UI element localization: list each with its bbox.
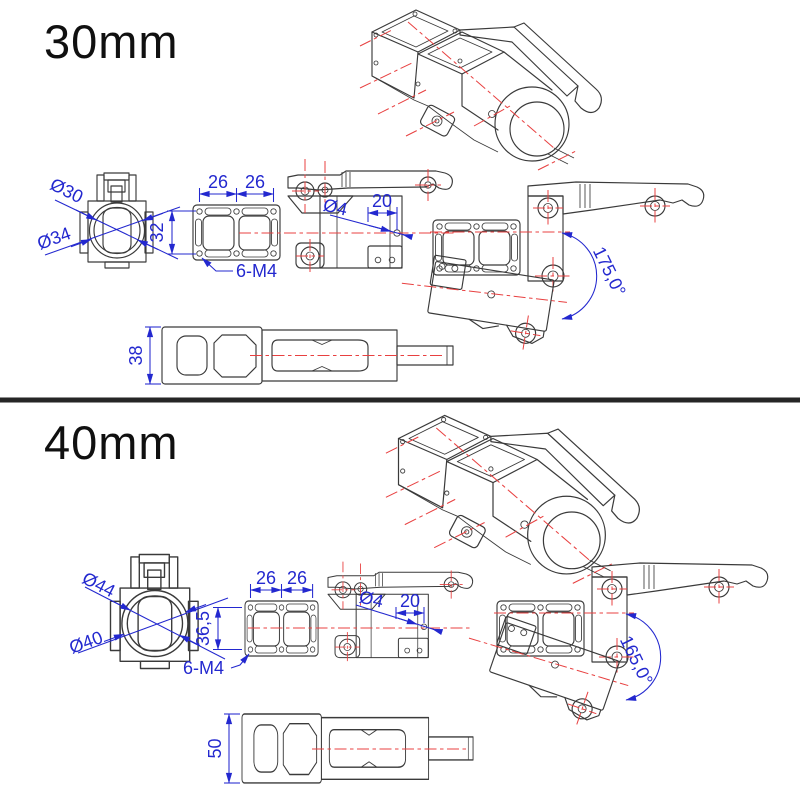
section-30mm: 30mm Ø30 Ø34 26 26 32 6	[0, 0, 800, 399]
motor-bracket-40	[452, 606, 638, 739]
drawing-30mm: Ø30 Ø34 26 26 32 6-M4 Ø4 20 175,0°	[35, 9, 800, 385]
section-title-40mm: 40mm	[44, 416, 179, 469]
dim-pin-offset-30: 20	[372, 191, 392, 211]
dim-pin-dia-30: Ø4	[321, 195, 349, 220]
dim-pitch-right-40: 26	[287, 568, 307, 588]
dim-pitch-left-30: 26	[208, 172, 228, 192]
dim-plate-height-30: 32	[147, 222, 167, 242]
dim-outer-dia-30: Ø34	[35, 223, 74, 253]
dim-bend-angle-30: 175,0°	[589, 244, 630, 300]
dim-outer-dia-40: Ø44	[79, 568, 118, 601]
dim-pin-offset-40: 20	[400, 591, 420, 611]
folded-view-30	[430, 182, 704, 319]
section-divider	[0, 397, 800, 403]
dim-bend-angle-40: 165,0°	[616, 633, 657, 689]
side-view-30	[287, 158, 453, 273]
dim-inner-dia-30: Ø30	[47, 174, 86, 207]
iso-view-40	[385, 414, 640, 585]
dim-pitch-left-40: 26	[256, 568, 276, 588]
dim-pin-dia-40: Ø4	[357, 587, 385, 612]
dim-inner-dia-40: Ø40	[67, 627, 106, 657]
bottom-view-40	[241, 713, 474, 784]
drawing-40mm: Ø44 Ø40 26 26 36,5 6-M4 Ø4 20 165,0°	[67, 414, 800, 784]
section-40mm: 40mm Ø44 Ø40 26 26 36,5	[0, 401, 800, 800]
dim-plate-height-40: 36,5	[193, 611, 213, 646]
dim-base-height-30: 38	[126, 345, 146, 365]
dim-thread-callout-40: 6-M4	[183, 658, 224, 678]
dim-thread-callout-30: 6-M4	[236, 261, 277, 281]
iso-view-30	[359, 9, 602, 171]
dim-base-height-40: 50	[205, 738, 225, 758]
section-title-30mm: 30mm	[44, 15, 179, 68]
side-view-40	[327, 561, 474, 662]
dim-pitch-right-30: 26	[245, 172, 265, 192]
clamp-front-view-40	[109, 553, 199, 670]
